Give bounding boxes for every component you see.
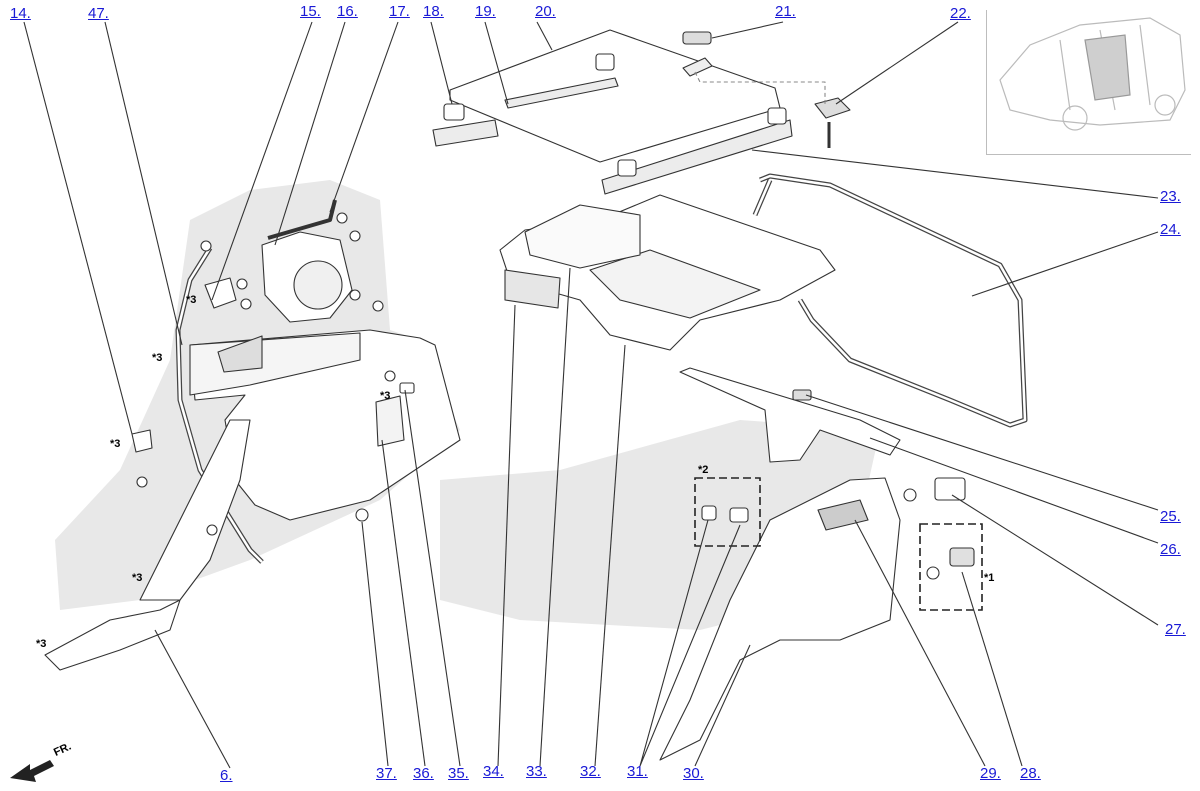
callout-27[interactable]: 27. bbox=[1165, 621, 1186, 638]
callout-47[interactable]: 47. bbox=[88, 5, 109, 22]
callout-30[interactable]: 30. bbox=[683, 765, 704, 782]
vehicle-inset-frame bbox=[986, 10, 1191, 155]
clip-37 bbox=[355, 508, 369, 522]
callout-23[interactable]: 23. bbox=[1160, 188, 1181, 205]
hook-28 bbox=[949, 547, 975, 567]
trim-window bbox=[217, 335, 263, 373]
dashed-guide bbox=[694, 71, 826, 104]
belt-guide-17 bbox=[267, 199, 337, 240]
lower-pillar-trim bbox=[44, 599, 181, 671]
callout-18[interactable]: 18. bbox=[423, 3, 444, 20]
callout-34[interactable]: 34. bbox=[483, 763, 504, 780]
fasteners bbox=[136, 212, 396, 536]
callout-35[interactable]: 35. bbox=[448, 765, 469, 782]
note-marker: *1 bbox=[984, 572, 995, 584]
callout-20[interactable]: 20. bbox=[535, 3, 556, 20]
callout-25[interactable]: 25. bbox=[1160, 508, 1181, 525]
rear-panel-trim bbox=[679, 367, 901, 463]
callout-36[interactable]: 36. bbox=[413, 765, 434, 782]
pocket-29 bbox=[817, 499, 869, 531]
side-pillar-trim bbox=[139, 419, 251, 601]
anchor-15 bbox=[204, 277, 237, 309]
callout-32[interactable]: 32. bbox=[580, 763, 601, 780]
nut-27 bbox=[903, 488, 917, 502]
vehicle-inset bbox=[999, 17, 1186, 131]
bracket-14 bbox=[131, 429, 153, 453]
tray-lid-33 bbox=[524, 204, 641, 269]
note-marker: *3 bbox=[186, 294, 197, 306]
handle-recess bbox=[682, 57, 713, 77]
callout-6[interactable]: 6. bbox=[220, 767, 233, 784]
callout-16[interactable]: 16. bbox=[337, 3, 358, 20]
note-marker: *3 bbox=[110, 438, 121, 450]
callout-29[interactable]: 29. bbox=[980, 765, 1001, 782]
callout-17[interactable]: 17. bbox=[389, 3, 410, 20]
leader-lines bbox=[23, 21, 1159, 769]
board-rail-right bbox=[601, 119, 793, 195]
net-pocket-36 bbox=[375, 395, 405, 447]
clip-right bbox=[767, 107, 787, 125]
tray-flap-34 bbox=[504, 269, 561, 309]
note-marker: *2 bbox=[698, 464, 709, 476]
handle-21 bbox=[682, 31, 712, 45]
right-quarter-trim bbox=[659, 477, 901, 761]
callout-14[interactable]: 14. bbox=[10, 5, 31, 22]
callout-31[interactable]: 31. bbox=[627, 763, 648, 780]
retractor-reel bbox=[293, 260, 343, 310]
callout-26[interactable]: 26. bbox=[1160, 541, 1181, 558]
callout-37[interactable]: 37. bbox=[376, 765, 397, 782]
clip-27 bbox=[934, 477, 966, 501]
callout-33[interactable]: 33. bbox=[526, 763, 547, 780]
front-direction-arrow bbox=[10, 760, 54, 782]
trim-clip-25 bbox=[792, 389, 812, 401]
note-marker: *3 bbox=[132, 572, 143, 584]
board-rail-19 bbox=[504, 77, 619, 109]
callout-21[interactable]: 21. bbox=[775, 3, 796, 20]
option-boxes bbox=[694, 477, 983, 611]
clip-18 bbox=[443, 103, 465, 121]
clip-lower bbox=[617, 159, 637, 177]
board-rail-left bbox=[432, 119, 499, 147]
callout-24[interactable]: 24. bbox=[1160, 221, 1181, 238]
clip-31b bbox=[729, 507, 749, 523]
callout-22[interactable]: 22. bbox=[950, 5, 971, 22]
note-marker: *3 bbox=[36, 638, 47, 650]
note-marker: *3 bbox=[380, 390, 391, 402]
nut-28 bbox=[926, 566, 940, 580]
callout-28[interactable]: 28. bbox=[1020, 765, 1041, 782]
callout-19[interactable]: 19. bbox=[475, 3, 496, 20]
clip-35 bbox=[399, 382, 415, 394]
bracket-22 bbox=[814, 97, 851, 119]
clip-top bbox=[595, 53, 615, 71]
note-marker: *3 bbox=[152, 352, 163, 364]
callout-15[interactable]: 15. bbox=[300, 3, 321, 20]
clip-31a bbox=[701, 505, 717, 521]
